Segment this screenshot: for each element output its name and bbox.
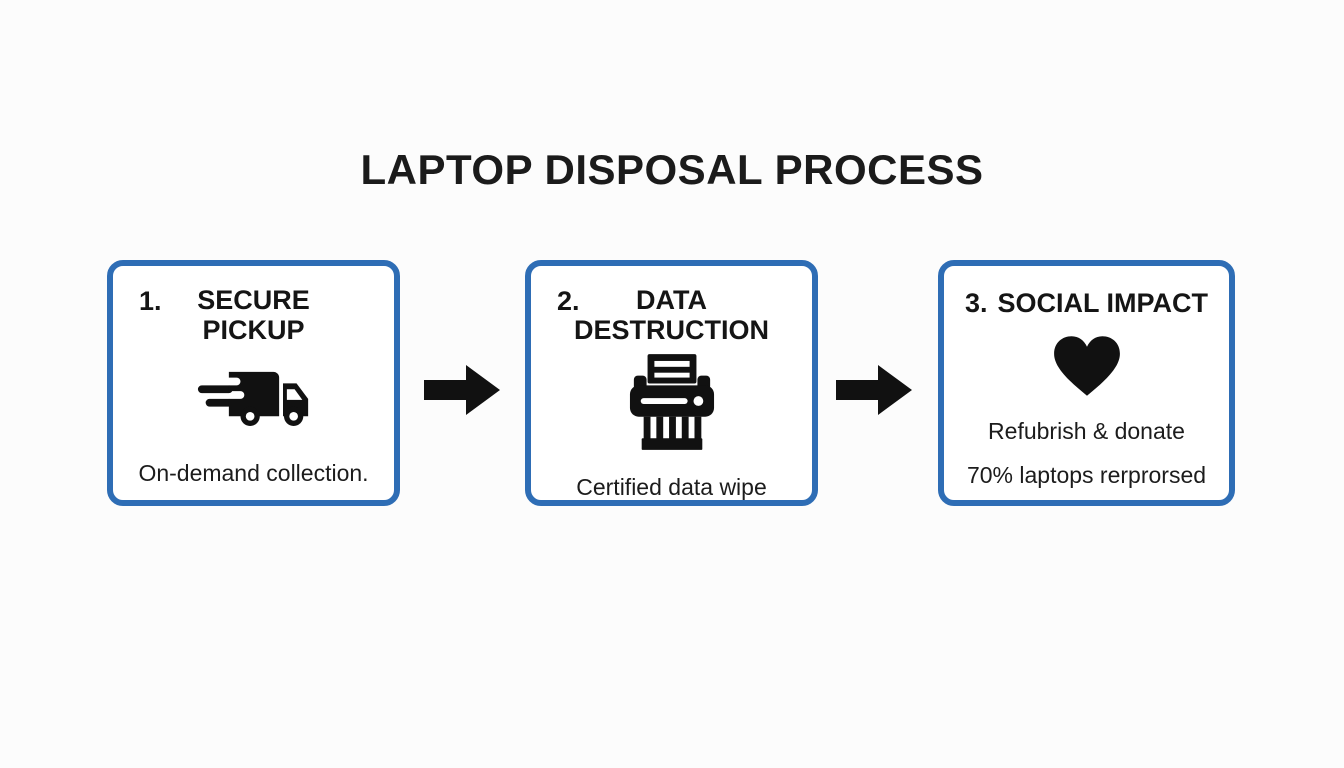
step-number: 2. (557, 286, 580, 316)
step-header: 3. SOCIAL IMPACT (944, 288, 1229, 319)
step-box-secure-pickup: 1. SECURE PICKUP On-demand collection. (107, 260, 400, 506)
arrow-right-icon (836, 363, 914, 417)
step-heading: DATA DESTRUCTION (574, 285, 769, 345)
step-caption: Refubrish & donate (988, 418, 1185, 444)
step-box-social-impact: 3. SOCIAL IMPACT Refubrish & donate 70% … (938, 260, 1235, 506)
shredder-icon (531, 353, 812, 453)
step-number: 1. (139, 286, 162, 316)
truck-icon (113, 363, 394, 429)
step-box-data-destruction: 2. DATA DESTRUCTION Certified data wipe (525, 260, 818, 506)
arrow-right-icon (424, 363, 502, 417)
page-title: LAPTOP DISPOSAL PROCESS (360, 146, 984, 193)
step-heading: SECURE PICKUP (197, 285, 310, 345)
heart-icon (944, 333, 1229, 401)
step-number: 3. (964, 288, 988, 318)
step-caption: Certified data wipe (576, 474, 767, 501)
step-captions: Refubrish & donate 70% laptops rerprorse… (944, 417, 1229, 491)
step-heading: SOCIAL IMPACT (997, 288, 1209, 318)
step-caption: 70% laptops rerprorsed (966, 461, 1207, 488)
step-caption: On-demand collection. (138, 460, 369, 487)
